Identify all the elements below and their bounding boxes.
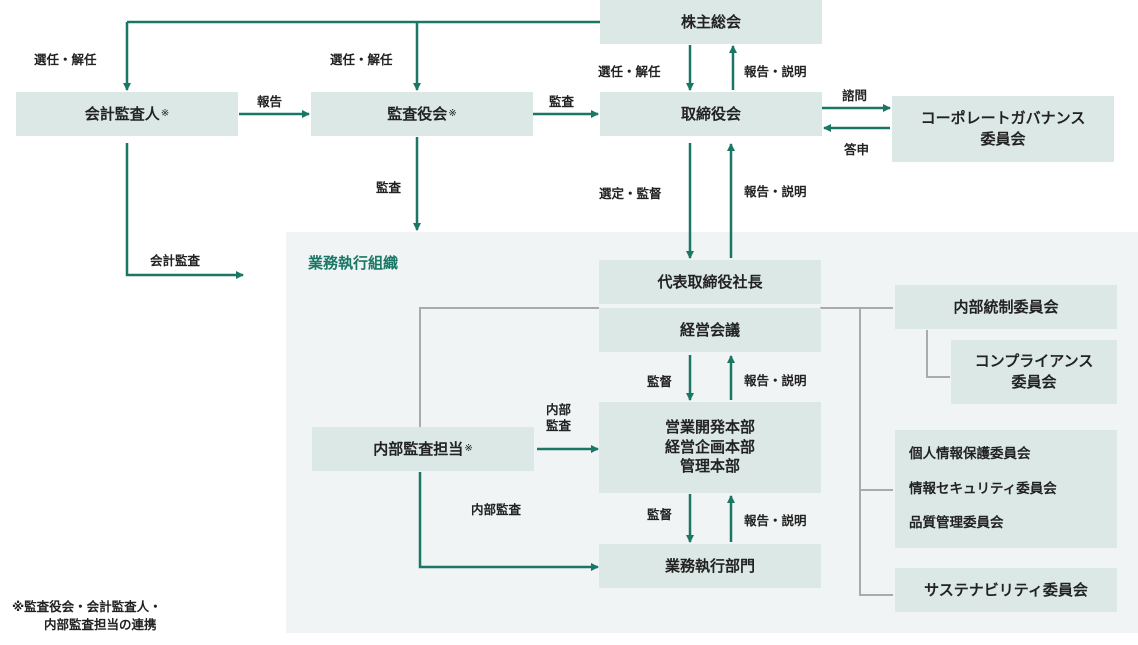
arrow-accounting-audit <box>125 143 244 279</box>
management-meeting-label: 経営会議 <box>679 320 740 339</box>
footnote: ※監査役会・会計監査人・ 内部監査担当の連携 <box>12 598 162 634</box>
label-consult: 諮問 <box>842 88 868 103</box>
division-admin: 管理本部 <box>679 457 740 476</box>
footnote-line-1: ※監査役会・会計監査人・ <box>12 599 162 614</box>
internal-audit-label: 内部監査担当 <box>373 439 464 458</box>
asterisk-mark: ※ <box>464 443 473 454</box>
board-auditors-label: 監査役会 <box>387 104 448 123</box>
internal-audit-box: 内部監査担当※ <box>312 427 534 471</box>
green-arrows <box>123 20 891 571</box>
business-units-label: 業務執行部門 <box>664 556 755 575</box>
sustainability-box: サステナビリティ委員会 <box>895 568 1117 612</box>
label-elect-dismiss-1: 選任・解任 <box>34 52 97 67</box>
compliance-line-2: 委員会 <box>1011 373 1057 391</box>
connector-audit-to-meeting <box>419 307 599 428</box>
president-label: 代表取締役社長 <box>657 272 763 291</box>
compliance-box: コンプライアンス 委員会 <box>951 340 1117 404</box>
board-directors-label: 取締役会 <box>680 104 741 123</box>
label-elect-dismiss-2: 選任・解任 <box>330 52 393 67</box>
board-auditors-box: 監査役会※ <box>311 92 533 136</box>
committee-quality: 品質管理委員会 <box>909 514 1004 531</box>
asterisk-mark: ※ <box>448 108 457 119</box>
label-accounting-audit: 会計監査 <box>150 253 201 268</box>
president-box: 代表取締役社長 <box>599 260 821 304</box>
board-directors-box: 取締役会 <box>600 92 822 136</box>
auditor-box: 会計監査人※ <box>16 92 238 136</box>
division-planning: 経営企画本部 <box>664 437 755 456</box>
label-internal-audit-a-line-1: 内部 <box>546 402 572 417</box>
label-select-supervise: 選定・監督 <box>599 186 662 201</box>
divisions-box: 営業開発本部 経営企画本部 管理本部 <box>599 402 821 493</box>
internal-control-box: 内部統制委員会 <box>895 285 1117 329</box>
internal-control-label: 内部統制委員会 <box>953 297 1059 316</box>
division-sales-dev: 営業開発本部 <box>664 418 755 437</box>
label-report: 報告 <box>257 94 283 109</box>
asterisk-mark: ※ <box>160 108 170 119</box>
compliance-line-1: コンプライアンス <box>974 352 1094 370</box>
label-internal-audit-a-line-2: 監査 <box>546 418 572 434</box>
governance-committee-box: コーポレートガバナンス 委員会 <box>892 96 1114 162</box>
management-meeting-box: 経営会議 <box>599 308 821 352</box>
label-internal-audit-b: 内部監査 <box>471 502 522 517</box>
label-supervise-2: 監督 <box>647 507 673 522</box>
governance-committee-line-1: コーポレートガバナンス <box>920 109 1086 127</box>
connector-to-compliance <box>926 330 950 378</box>
label-respond: 答申 <box>844 142 870 157</box>
shareholders-label: 株主総会 <box>680 12 741 31</box>
label-report-explain-4: 報告・説明 <box>744 513 807 528</box>
label-internal-audit-a: 内部 監査 <box>546 402 571 435</box>
label-report-explain-2: 報告・説明 <box>744 184 807 199</box>
governance-committee-line-2: 委員会 <box>980 130 1026 148</box>
gray-connectors <box>419 307 950 596</box>
arrow-internal-audit-b <box>418 472 599 571</box>
committees-group-box: 個人情報保護委員会 情報セキュリティ委員会 品質管理委員会 <box>895 430 1117 548</box>
label-report-explain-3: 報告・説明 <box>744 373 807 388</box>
sustainability-label: サステナビリティ委員会 <box>924 580 1088 599</box>
label-supervise-1: 監督 <box>647 374 673 389</box>
footnote-line-2: 内部監査担当の連携 <box>44 617 157 633</box>
region-title: 業務執行組織 <box>308 254 399 272</box>
label-report-explain-1: 報告・説明 <box>744 64 807 79</box>
label-elect-dismiss-3: 選任・解任 <box>598 64 661 79</box>
committee-privacy: 個人情報保護委員会 <box>909 446 1031 463</box>
committee-security: 情報セキュリティ委員会 <box>909 480 1057 497</box>
auditor-label: 会計監査人 <box>84 104 160 123</box>
connector-to-sustainability <box>859 308 893 596</box>
business-units-box: 業務執行部門 <box>599 544 821 588</box>
shareholders-box: 株主総会 <box>600 0 822 44</box>
label-audit-1: 監査 <box>549 94 575 109</box>
label-audit-2: 監査 <box>376 180 402 195</box>
